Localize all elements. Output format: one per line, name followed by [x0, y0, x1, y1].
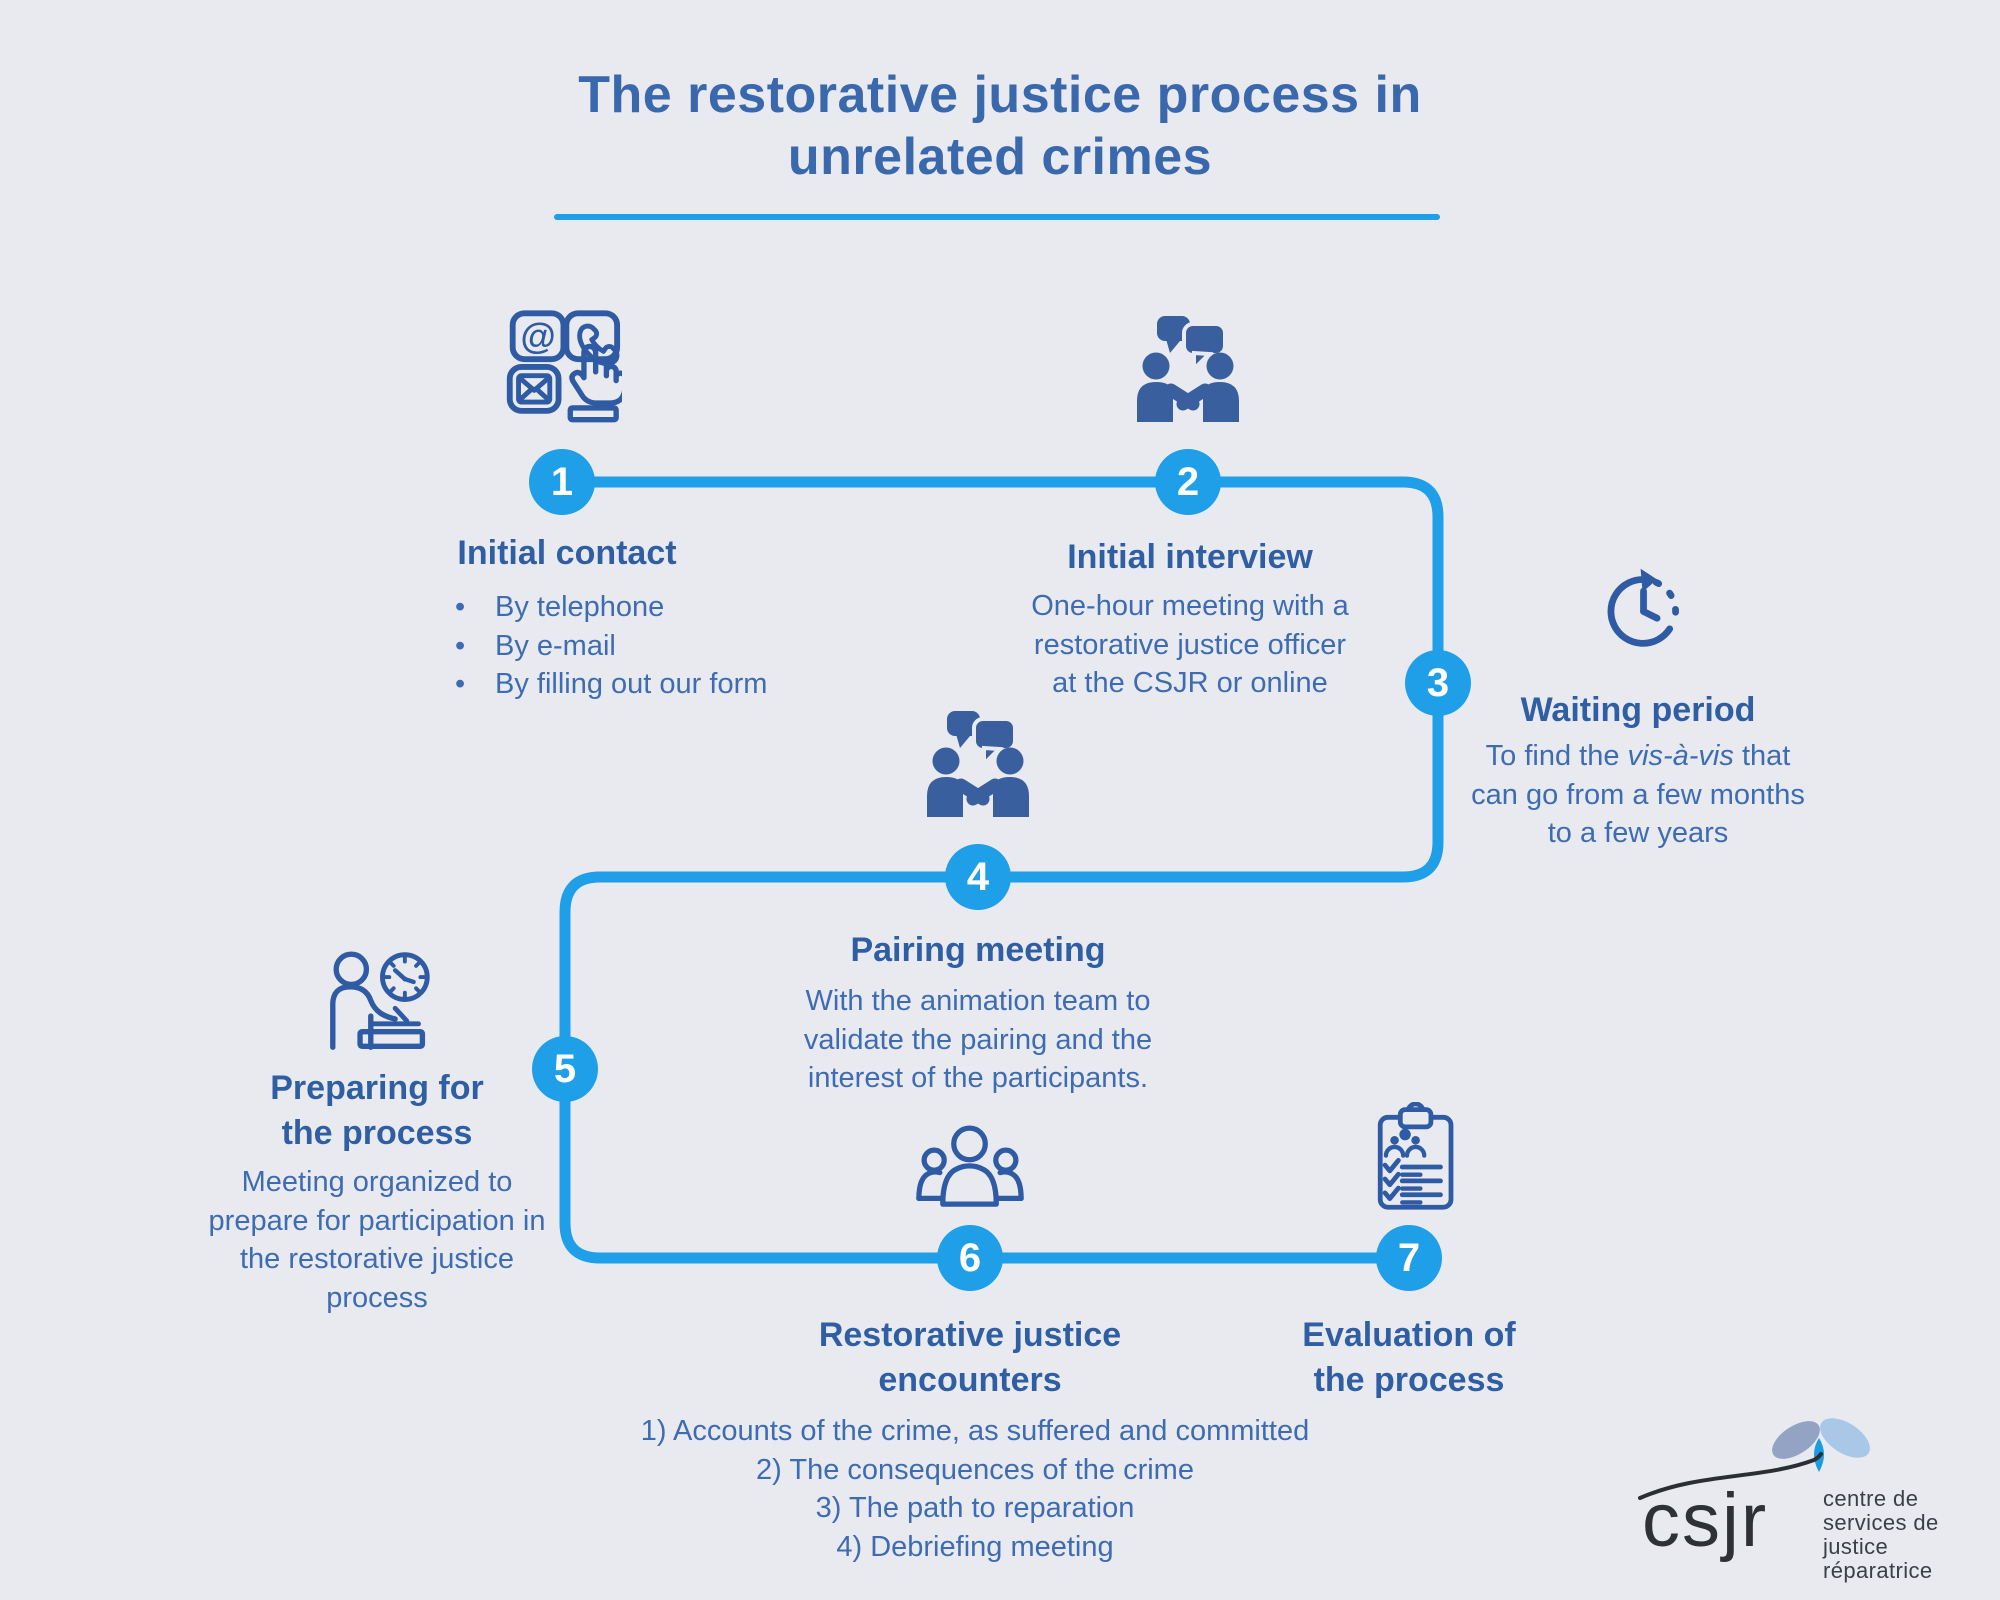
step-5-number: 5: [553, 1046, 577, 1091]
step-4-body: With the animation team to validate the …: [803, 985, 1153, 1094]
conversation-handshake-icon: [1137, 316, 1239, 422]
preparation-desk-icon: [330, 951, 430, 1050]
csjr-logo-leaves: [1638, 1418, 1870, 1500]
step-4-marker: 4: [945, 844, 1011, 910]
step-3-body: To find the vis-à-vis that can go from a…: [1471, 740, 1805, 849]
page-title: The restorative justice process in unrel…: [0, 64, 2000, 188]
page-title-line1: The restorative justice process in: [578, 66, 1422, 124]
step-5-marker: 5: [532, 1036, 598, 1102]
bullet-dot: •: [455, 629, 466, 662]
encounter-item: 1) Accounts of the crime, as suffered an…: [640, 1415, 1310, 1447]
encounter-item: 2) The consequences of the crime: [756, 1453, 1194, 1486]
bullet-item: •By filling out our form: [455, 665, 875, 704]
step-5-body: Meeting organized to prepare for partici…: [208, 1166, 546, 1314]
step-3-number: 3: [1426, 660, 1450, 705]
contact-methods-icon: @: [506, 310, 622, 423]
step-7-marker: 7: [1376, 1225, 1442, 1291]
bullet-item: •By e-mail: [455, 627, 875, 666]
step-6-heading: Restorative justice encounters: [818, 1316, 1122, 1399]
step-2-body: One-hour meeting with a restorative just…: [1031, 590, 1349, 699]
step-2-marker: 2: [1155, 449, 1221, 515]
step-7-heading: Evaluation of the process: [1302, 1316, 1516, 1399]
bullet-item: •By telephone: [455, 588, 875, 627]
waiting-clock-icon: [1607, 568, 1679, 647]
step-4-number: 4: [966, 854, 990, 899]
encounter-item: 3) The path to reparation: [815, 1492, 1135, 1524]
evaluation-clipboard-icon: [1377, 1102, 1454, 1210]
step-5-heading: Preparing for the process: [270, 1069, 484, 1152]
step-4-heading: Pairing meeting: [850, 931, 1106, 969]
page-title-line2: unrelated crimes: [787, 128, 1213, 186]
step-1-heading: Initial contact: [457, 534, 677, 572]
step-1-number: 1: [550, 459, 574, 504]
encounter-item: 4) Debriefing meeting: [836, 1530, 1114, 1563]
step-6-number: 6: [958, 1235, 982, 1280]
step-6-list: 1) Accounts of the crime, as suffered an…: [525, 1412, 1425, 1566]
step-2-heading: Initial interview: [1067, 538, 1313, 576]
step-1-bullets: •By telephone •By e-mail •By filling out…: [455, 588, 875, 704]
step-3-marker: 3: [1405, 650, 1471, 716]
step-1-marker: 1: [529, 449, 595, 515]
bullet-dot: •: [455, 591, 466, 623]
step-2-number: 2: [1176, 459, 1200, 504]
svg-text:@: @: [520, 315, 555, 356]
group-people-icon: [916, 1125, 1024, 1207]
title-underline: [554, 214, 1440, 220]
csjr-wordmark: csjr: [1642, 1478, 1769, 1563]
step-6-marker: 6: [937, 1225, 1003, 1291]
csjr-tagline: centre de services de justice réparatric…: [1823, 1486, 1939, 1583]
bullet-dot: •: [455, 668, 466, 700]
conversation-handshake-icon: [927, 711, 1029, 817]
step-7-number: 7: [1397, 1235, 1421, 1280]
step-3-heading: Waiting period: [1520, 691, 1756, 729]
